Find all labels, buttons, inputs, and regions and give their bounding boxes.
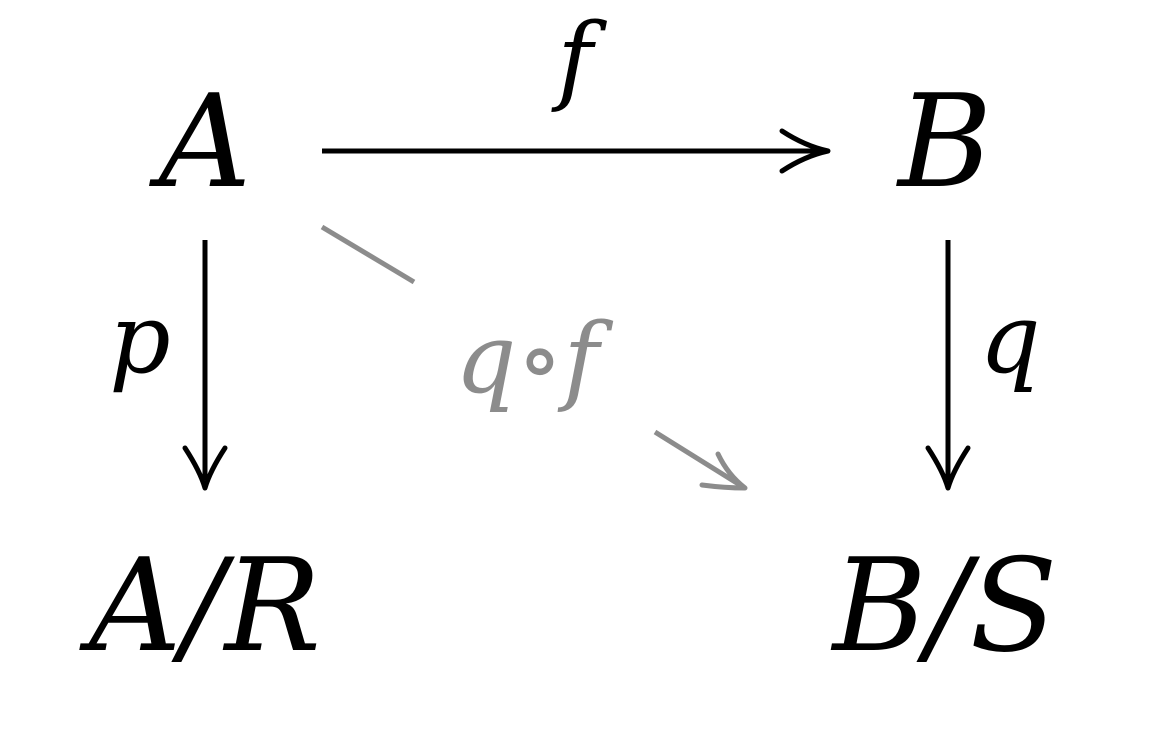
arrow-top <box>322 128 831 174</box>
label-right: q <box>979 283 1040 395</box>
node-bottom-right: B/S <box>831 532 1058 681</box>
node-top-left: A <box>149 68 251 217</box>
node-top-right: B <box>896 68 992 217</box>
label-diagonal: q∘f <box>455 303 614 415</box>
label-top: f <box>551 3 607 115</box>
arrow-right <box>925 240 971 491</box>
arrow-left <box>182 240 228 491</box>
arrow-diagonal <box>320 224 748 491</box>
label-left: p <box>109 283 170 395</box>
node-bottom-left: A/R <box>79 532 321 681</box>
